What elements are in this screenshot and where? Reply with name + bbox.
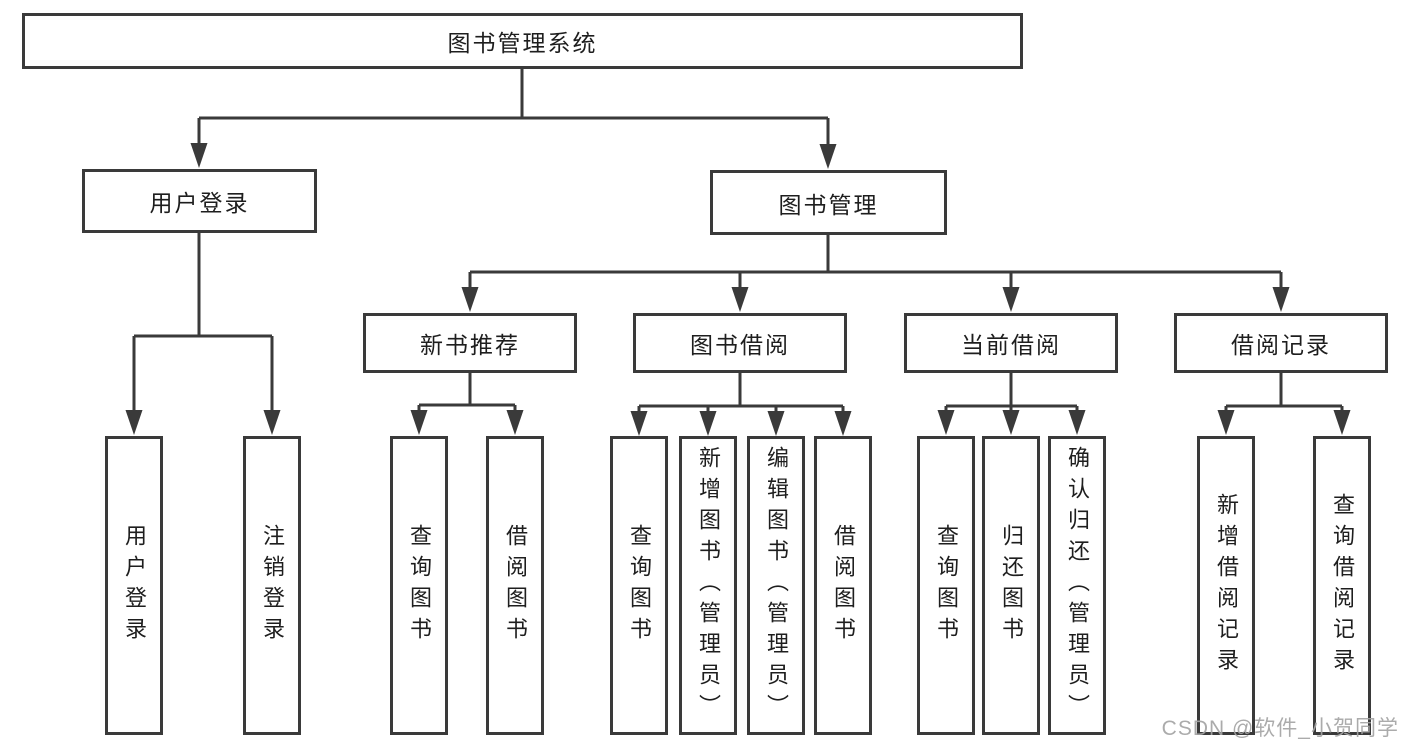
node-root-system: 图书管理系统 — [22, 13, 1023, 69]
node-current-borrow-label: 当前借阅 — [961, 332, 1061, 358]
leaf-current-query-books: 查询图书 — [917, 436, 975, 735]
leaf-logout: 注销登录 — [243, 436, 301, 735]
leaf-confirm-return-admin-label: 确认归还（管理员） — [1065, 446, 1090, 725]
leaf-rec-query-books-label: 查询图书 — [407, 523, 432, 648]
node-current-borrow: 当前借阅 — [904, 313, 1118, 373]
leaf-add-borrow-record-label: 新增借阅记录 — [1214, 492, 1239, 679]
leaf-query-borrow-record-label: 查询借阅记录 — [1330, 492, 1355, 679]
leaf-confirm-return-admin: 确认归还（管理员） — [1048, 436, 1106, 735]
leaf-add-borrow-record: 新增借阅记录 — [1197, 436, 1255, 735]
leaf-rec-query-books: 查询图书 — [390, 436, 448, 735]
leaf-return-books-label: 归还图书 — [999, 523, 1024, 648]
leaf-borrow-query-books: 查询图书 — [610, 436, 668, 735]
leaf-borrow-books: 借阅图书 — [814, 436, 872, 735]
leaf-current-query-books-label: 查询图书 — [934, 523, 959, 648]
leaf-logout-label: 注销登录 — [260, 523, 285, 648]
leaf-return-books: 归还图书 — [982, 436, 1040, 735]
node-user-login-label: 用户登录 — [149, 190, 250, 216]
node-book-borrow-label: 图书借阅 — [690, 332, 790, 358]
node-user-login: 用户登录 — [82, 169, 317, 233]
leaf-add-books-admin: 新增图书（管理员） — [679, 436, 737, 735]
leaf-user-login-label: 用户登录 — [122, 523, 147, 648]
leaf-edit-books-admin: 编辑图书（管理员） — [747, 436, 805, 735]
node-book-management-label: 图书管理 — [778, 191, 879, 218]
node-book-management: 图书管理 — [710, 170, 947, 235]
leaf-rec-borrow-books: 借阅图书 — [486, 436, 544, 735]
leaf-user-login: 用户登录 — [105, 436, 163, 735]
leaf-rec-borrow-books-label: 借阅图书 — [503, 523, 528, 648]
leaf-borrow-query-books-label: 查询图书 — [627, 523, 652, 648]
node-borrow-records-label: 借阅记录 — [1231, 332, 1331, 358]
csdn-watermark: CSDN @软件_小贺同学 — [1161, 717, 1399, 740]
leaf-edit-books-admin-label: 编辑图书（管理员） — [764, 446, 789, 725]
node-new-book-recommend-label: 新书推荐 — [420, 332, 520, 358]
leaf-add-books-admin-label: 新增图书（管理员） — [696, 446, 721, 725]
leaf-borrow-books-label: 借阅图书 — [831, 523, 856, 648]
leaf-query-borrow-record: 查询借阅记录 — [1313, 436, 1371, 735]
node-new-book-recommend: 新书推荐 — [363, 313, 577, 373]
node-book-borrow: 图书借阅 — [633, 313, 847, 373]
node-root-label: 图书管理系统 — [447, 30, 598, 56]
node-borrow-records: 借阅记录 — [1174, 313, 1388, 373]
